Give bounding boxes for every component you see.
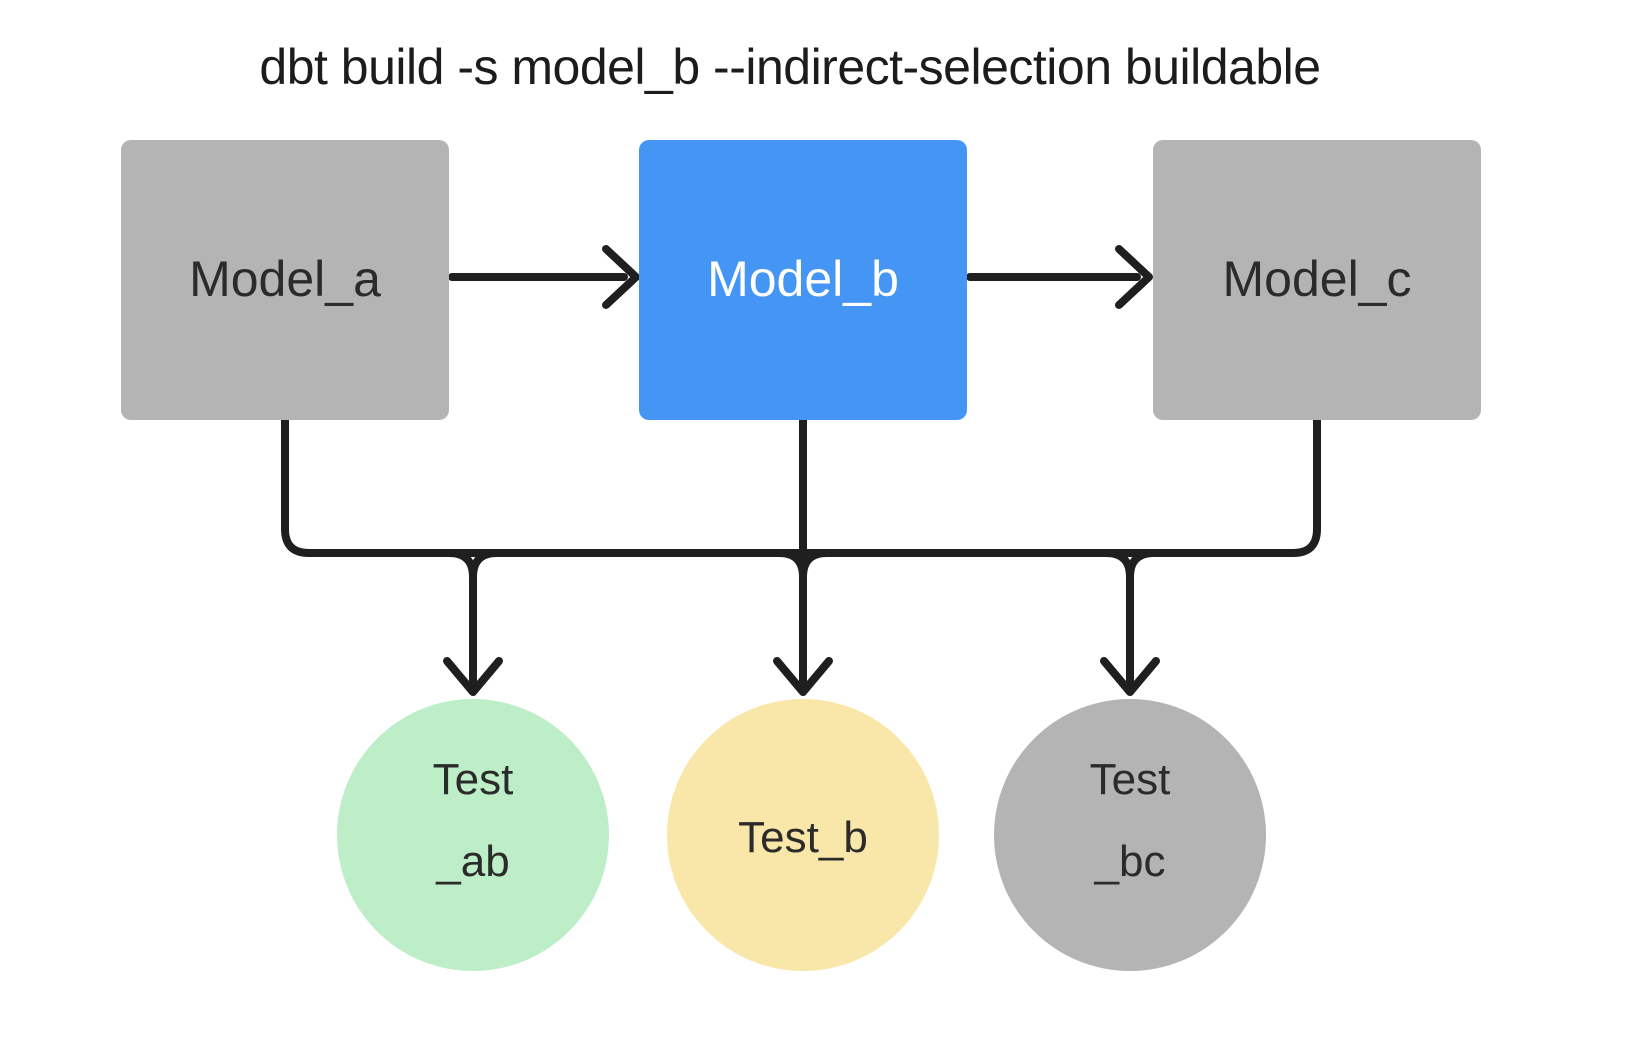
test-bc-circle: [994, 699, 1266, 971]
test-ab-node: Test _ab: [337, 699, 609, 971]
arrowhead-down-icon: [443, 657, 503, 696]
model-b-box: [639, 140, 967, 420]
model-c-node: Model_c: [1153, 140, 1481, 420]
arrowhead-right-icon: [602, 245, 640, 309]
junction-fillet: [469, 549, 501, 581]
junction-fillet: [1126, 549, 1158, 581]
diagram-title: dbt build -s model_b --indirect-selectio…: [259, 39, 1320, 95]
model-a-box: [121, 140, 449, 420]
model-a-node: Model_a: [121, 140, 449, 420]
model-c-drop-line: [1289, 416, 1321, 557]
edge-bus-to-tests: [281, 416, 1321, 696]
test-ab-circle: [337, 699, 609, 971]
model-b-label: Model_b: [707, 251, 899, 307]
model-c-label: Model_c: [1223, 251, 1412, 307]
arrowhead-down-icon: [773, 657, 833, 696]
edge-model-a-to-model-b: [448, 245, 640, 309]
model-c-box: [1153, 140, 1481, 420]
test-bc-label-line2: _bc: [1094, 837, 1166, 886]
arrowhead-right-icon: [1115, 245, 1153, 309]
edge-model-b-to-model-c: [966, 245, 1153, 309]
test-b-label: Test_b: [738, 813, 868, 862]
test-b-node: Test_b: [667, 699, 939, 971]
test-bc-node: Test _bc: [994, 699, 1266, 971]
model-a-drop-line: [281, 416, 313, 557]
test-ab-label-line1: Test: [433, 755, 514, 804]
arrowhead-down-icon: [1100, 657, 1160, 696]
test-bc-label-line1: Test: [1090, 755, 1171, 804]
model-b-node-selected: Model_b: [639, 140, 967, 420]
test-ab-label-line2: _ab: [435, 837, 509, 886]
test-b-circle: [667, 699, 939, 971]
model-a-label: Model_a: [189, 251, 381, 307]
